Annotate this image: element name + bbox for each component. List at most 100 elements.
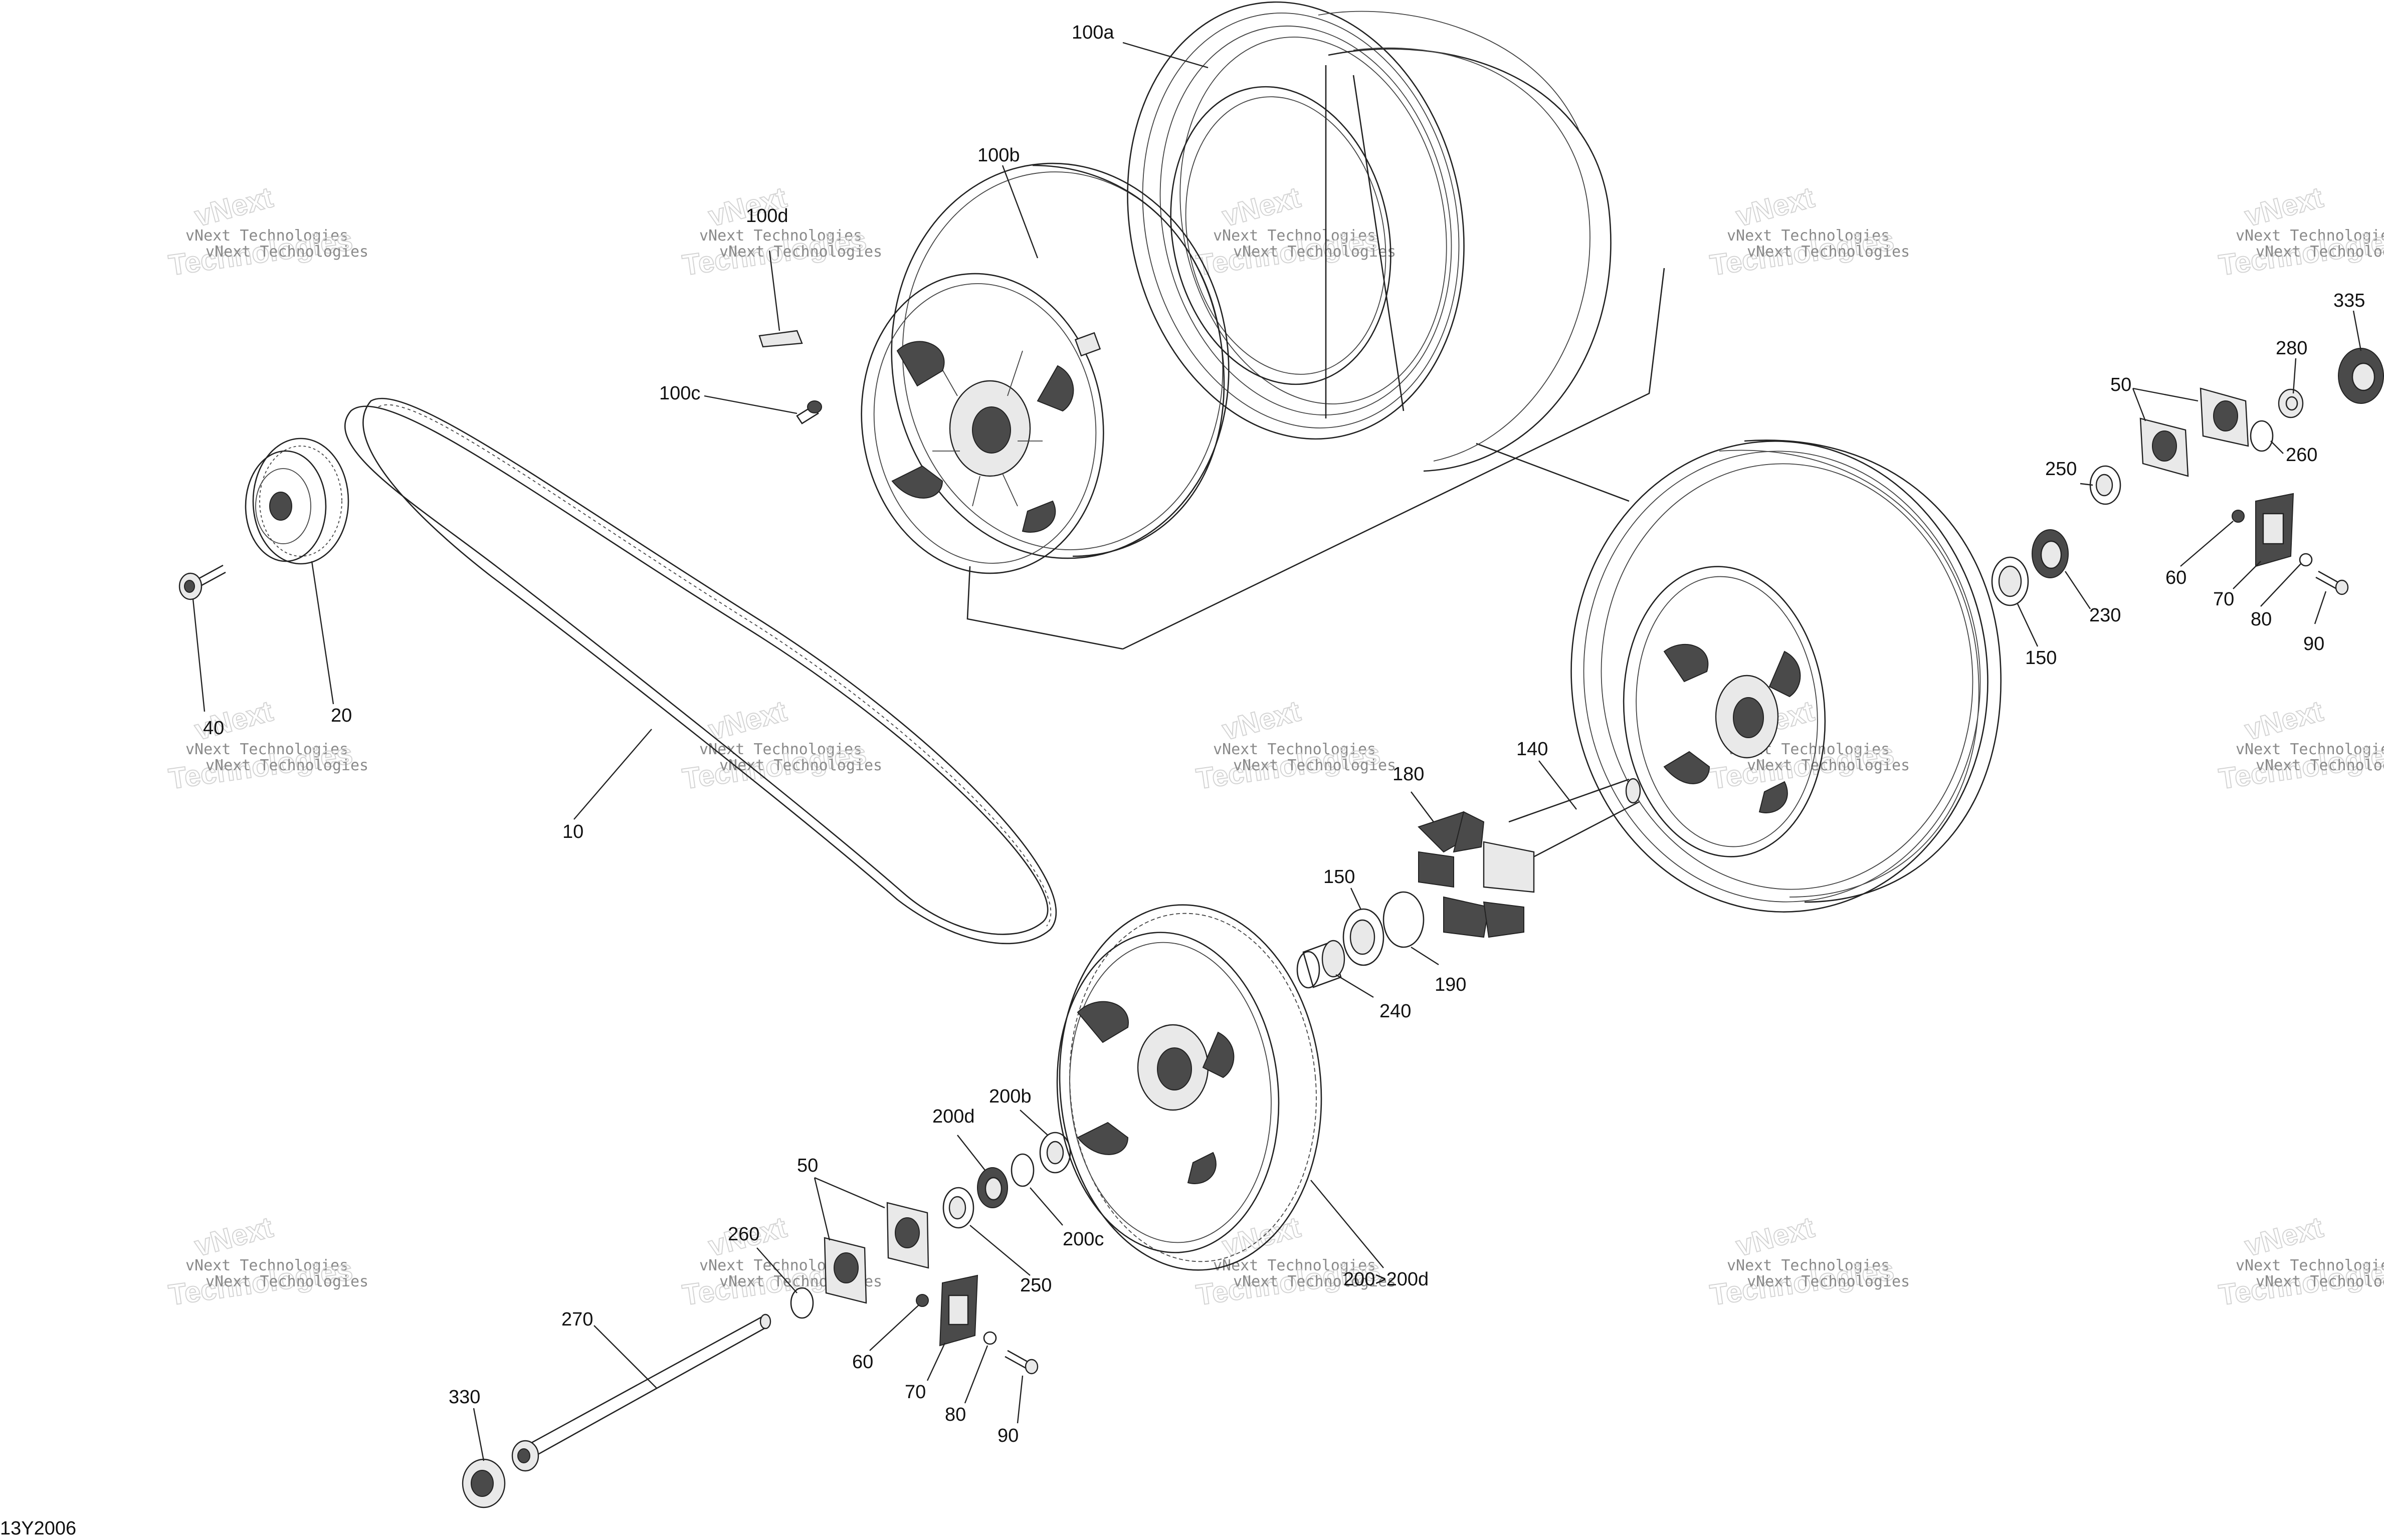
spacer-250-bottom — [942, 1187, 974, 1229]
watermark-text: vNext Technologies — [1727, 227, 1890, 245]
nut-60-bottom — [916, 1294, 929, 1307]
watermark-text: vNext Technologies — [1233, 1273, 1396, 1290]
rear-axle-270 — [511, 1313, 771, 1472]
washer-260-top — [2250, 420, 2274, 452]
watermark-big-text: vNext — [1733, 1211, 1818, 1263]
watermark: vNext vNext Technologies Technologies vN… — [1194, 694, 1397, 796]
bracket-70-top — [2255, 493, 2294, 567]
watermark-text: vNext Technologies — [2256, 243, 2384, 261]
rim-upper — [861, 162, 1230, 574]
watermark-text: vNext Technologies — [1727, 1257, 1890, 1274]
bolt-90-top — [2315, 570, 2349, 595]
part-label-80-bottom: 80 — [945, 1404, 966, 1425]
watermark: vNext vNext Technologies Technologies vN… — [1194, 1210, 1397, 1312]
part-labels: 100a 100b 100d 100c 335 280 50 260 250 6… — [203, 22, 2365, 1446]
watermark-text: vNext Technologies — [1747, 243, 1910, 261]
seal-200d — [977, 1167, 1008, 1208]
watermark-text: vNext Technologies — [1747, 757, 1910, 774]
watermark-big-text: vNext — [1219, 181, 1304, 233]
leader-lines — [192, 42, 2362, 1461]
part-label-250-top: 250 — [2045, 459, 2077, 480]
watermark-text: vNext Technologies — [1213, 741, 1376, 758]
watermark-text: vNext Technologies — [2256, 757, 2384, 774]
watermark-text: vNext Technologies — [206, 1273, 368, 1290]
watermark-text: vNext Technologies — [2236, 741, 2384, 758]
part-label-200c: 200c — [1063, 1229, 1104, 1250]
watermark: vNext vNext Technologies Technologies vN… — [2217, 694, 2384, 796]
part-label-40: 40 — [203, 718, 224, 739]
watermark: vNext vNext Technologies Technologies vN… — [680, 694, 883, 796]
watermark: vNext vNext Technologies Technologies vN… — [2217, 1210, 2384, 1312]
watermark-text: vNext Technologies — [719, 243, 882, 261]
nut-335 — [2338, 348, 2384, 404]
bolt-90-bottom — [1005, 1350, 1039, 1375]
watermark: vNext vNext Technologies Technologies vN… — [166, 1210, 369, 1312]
part-label-150-top: 150 — [2025, 647, 2057, 669]
watermark: vNext vNext Technologies Technologies vN… — [1194, 180, 1397, 282]
bearing-150-top — [1991, 556, 2029, 606]
part-label-200b: 200b — [989, 1086, 1032, 1107]
part-label-100c: 100c — [659, 383, 700, 404]
part-label-335: 335 — [2333, 290, 2365, 311]
eccentric-50-top — [2139, 387, 2249, 477]
spacer-bushing — [1296, 940, 1345, 989]
nut-60-top — [2232, 510, 2245, 523]
part-label-270: 270 — [561, 1309, 593, 1330]
drive-belt — [344, 397, 1057, 944]
watermark: vNext vNext Technologies Technologies vN… — [2217, 180, 2384, 282]
part-label-250-bottom: 250 — [1020, 1275, 1052, 1296]
watermark-text: vNext Technologies — [206, 243, 368, 261]
part-label-50-bottom: 50 — [797, 1155, 818, 1176]
bearing-200b — [1039, 1132, 1071, 1174]
watermark-text: vNext Technologies — [1233, 757, 1396, 774]
part-label-100a: 100a — [1072, 22, 1114, 43]
watermark-text: vNext Technologies — [2256, 1273, 2384, 1290]
sprocket-carrier — [1418, 811, 1535, 938]
part-label-330: 330 — [449, 1387, 480, 1408]
part-label-90-bottom: 90 — [998, 1425, 1019, 1446]
wheel-assembly-right — [1570, 439, 2002, 913]
nut-280 — [2278, 388, 2304, 418]
watermark-big-text: vNext — [2242, 1211, 2326, 1263]
axle-tube — [1508, 778, 1641, 863]
part-label-80-top: 80 — [2251, 609, 2272, 630]
watermark-text: vNext Technologies — [206, 757, 368, 774]
part-label-100d: 100d — [746, 205, 788, 227]
assembly-outline — [966, 268, 1665, 650]
watermark-text: vNext Technologies — [1213, 227, 1376, 245]
part-label-70-top: 70 — [2213, 589, 2234, 610]
watermark-text: vNext Technologies — [2236, 227, 2384, 245]
watermark-big-text: vNext — [2242, 695, 2326, 747]
watermark-text: vNext Technologies — [1747, 1273, 1910, 1290]
bracket-70-bottom — [939, 1274, 978, 1347]
bearing-mid — [1342, 908, 1384, 966]
drive-pulley — [245, 437, 349, 565]
watermark-text: vNext Technologies — [185, 227, 348, 245]
eccentric-50-bottom — [824, 1202, 929, 1304]
watermark-text: vNext Technologies — [2236, 1257, 2384, 1274]
part-label-240: 240 — [1379, 1001, 1411, 1022]
watermark-big-text: vNext — [191, 181, 276, 233]
part-label-70-bottom: 70 — [905, 1382, 926, 1403]
watermark-big-text: vNext — [2242, 181, 2326, 233]
washer-260-bottom — [790, 1287, 814, 1319]
valve-wedge-part — [758, 330, 803, 348]
part-label-20: 20 — [331, 705, 352, 726]
part-label-60-bottom: 60 — [852, 1352, 873, 1373]
part-label-180: 180 — [1393, 764, 1424, 785]
part-label-200d: 200d — [932, 1106, 975, 1127]
pulley-bolt — [178, 564, 226, 600]
spacer-250-top — [2089, 465, 2121, 505]
watermark-text: vNext Technologies — [719, 757, 882, 774]
watermark-big-text: vNext — [1219, 695, 1304, 747]
rear-sprocket — [1056, 904, 1322, 1271]
washer-80-bottom — [983, 1331, 997, 1345]
part-label-60-top: 60 — [2165, 567, 2187, 588]
diagram-code: 13Y2006 — [0, 1518, 76, 1539]
part-label-260-bottom: 260 — [728, 1224, 759, 1245]
watermark-text: vNext Technologies — [185, 1257, 348, 1274]
part-label-100b: 100b — [977, 145, 1020, 166]
watermark-text: vNext Technologies — [699, 741, 862, 758]
valve-stem-part — [796, 400, 822, 424]
